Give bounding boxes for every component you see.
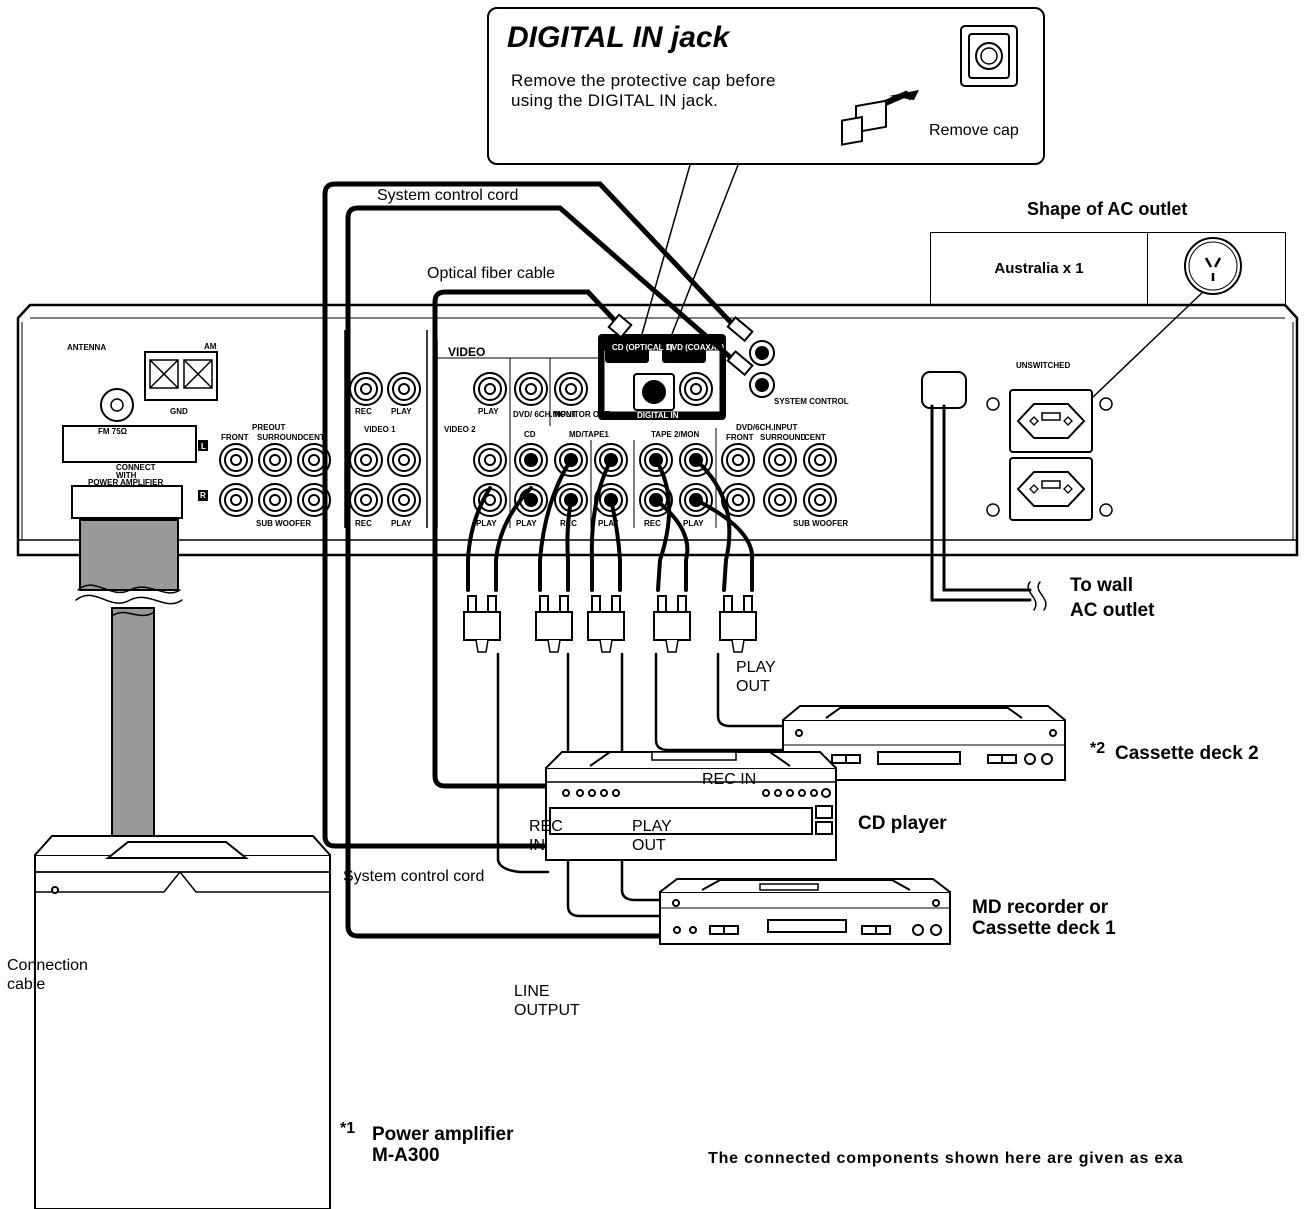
- panel-play-d-label: PLAY: [683, 519, 704, 528]
- cd-player: [545, 751, 837, 861]
- panel-fm-label: FM 75Ω: [98, 427, 128, 436]
- panel-video1-label: VIDEO 1: [364, 425, 396, 434]
- deck2-rec-label: REC IN: [702, 771, 757, 788]
- protective-cap-icon: [841, 90, 919, 146]
- power-amplifier: [34, 835, 331, 1209]
- md-recorder-label-2: Cassette deck 1: [972, 918, 1116, 939]
- ac-outlet-table: Australia x 1: [930, 232, 1286, 305]
- cd-line-label-1: LINE: [514, 983, 550, 1000]
- footer-note: The connected components shown here are …: [708, 1150, 1184, 1167]
- panel-dvd6ch-input-label: DVD/6CH.INPUT: [736, 423, 797, 432]
- panel-tape2mon-label: TAPE 2/MON: [651, 430, 700, 439]
- md-play-label-2: OUT: [632, 837, 666, 854]
- panel-am-label: AM: [204, 342, 217, 351]
- panel-play-c-label: PLAY: [598, 519, 619, 528]
- optical-fiber-cable-label: Optical fiber cable: [427, 265, 556, 282]
- cables: [75, 181, 1047, 939]
- panel-cd-optical-label: CD (OPTICAL 1): [612, 343, 673, 352]
- panel-subwoofer-label: SUB WOOFER: [256, 519, 311, 528]
- panel-center2-label: CENT: [804, 433, 826, 442]
- panel-play-b-label: PLAY: [516, 519, 537, 528]
- panel-video1-rec-label: REC: [355, 407, 372, 416]
- panel-video-label: VIDEO: [448, 345, 485, 359]
- to-wall-line2: AC outlet: [1070, 600, 1155, 621]
- system-control-cord-bottom-label: System control cord: [343, 868, 485, 885]
- panel-dvd-coaxal-label: DVD (COAXAL): [666, 343, 725, 352]
- power-amp-mark: *1: [340, 1120, 356, 1137]
- panel-video2-label: VIDEO 2: [444, 425, 476, 434]
- panel-surround2-label: SURROUND: [760, 433, 806, 442]
- panel-r-label: R: [200, 491, 206, 500]
- power-amp-label-1: Power amplifier: [372, 1124, 514, 1145]
- panel-connect-label: CONNECT: [116, 463, 156, 472]
- panel-front2-label: FRONT: [726, 433, 754, 442]
- cd-player-label: CD player: [858, 813, 947, 834]
- to-wall-line1: To wall: [1070, 575, 1133, 596]
- panel-gnd-label: GND: [170, 407, 188, 416]
- rca-plugs: [463, 595, 757, 653]
- system-control-cord-top-label: System control cord: [377, 187, 519, 204]
- panel-digital-in-label: DIGITAL IN: [637, 411, 679, 420]
- panel-center-label: CENT: [303, 433, 325, 442]
- ac-outlet-heading: Shape of AC outlet: [1027, 199, 1188, 219]
- panel-md-tape1-label: MD/TAPE1: [569, 430, 609, 439]
- power-amp-label-2: M-A300: [372, 1145, 440, 1166]
- connection-cable-label-1: Connection: [7, 957, 88, 974]
- panel-monitor-out-label: MONITOR OUT: [553, 410, 610, 419]
- md-play-label-1: PLAY: [632, 818, 672, 835]
- panel-power-amp-label: POWER AMPLIFIER: [88, 478, 163, 487]
- panel-video1-play-label: PLAY: [391, 407, 412, 416]
- cassette-deck-2-mark: *2: [1090, 740, 1106, 757]
- panel-system-control-label: SYSTEM CONTROL: [774, 397, 849, 406]
- panel-l-label: L: [201, 442, 206, 451]
- md-recorder: [659, 878, 951, 945]
- panel-video1-play2-label: PLAY: [391, 519, 412, 528]
- ac-outlet-region: Australia x 1: [931, 233, 1148, 304]
- callout-title: DIGITAL IN jack: [507, 21, 730, 54]
- md-rec-label-2: IN: [529, 837, 545, 854]
- cd-line-label-2: OUTPUT: [514, 1002, 580, 1019]
- panel-video2-play-label: PLAY: [478, 407, 499, 416]
- panel-unswitched-label: UNSWITCHED: [1016, 361, 1070, 370]
- optical-jack-icon: [960, 25, 1018, 87]
- panel-with-label: WITH: [116, 471, 137, 480]
- remove-cap-label: Remove cap: [929, 122, 1019, 139]
- deck2-play-label-1: PLAY: [736, 659, 776, 676]
- panel-subwoofer2-label: SUB WOOFER: [793, 519, 848, 528]
- md-recorder-label-1: MD recorder or: [972, 897, 1109, 918]
- panel-preout-label: PREOUT: [252, 423, 285, 432]
- panel-antenna-label: ANTENNA: [67, 343, 106, 352]
- callout-text: Remove the protective cap before using t…: [511, 71, 776, 110]
- panel-video1-rec2-label: REC: [355, 519, 372, 528]
- panel-play-a-label: PLAY: [476, 519, 497, 528]
- cassette-deck-2-label: Cassette deck 2: [1115, 743, 1259, 764]
- panel-rec-b-label: REC: [644, 519, 661, 528]
- panel-surround-label: SURROUND: [257, 433, 303, 442]
- panel-dvd6ch-label: DVD/ 6CH.INPUT: [513, 410, 577, 419]
- connection-cable-label-2: cable: [7, 976, 46, 993]
- panel-cd-label: CD: [524, 430, 536, 439]
- digital-in-callout: DIGITAL IN jack Remove the protective ca…: [487, 7, 1045, 165]
- panel-front-label: FRONT: [221, 433, 249, 442]
- deck2-play-label-2: OUT: [736, 678, 770, 695]
- ac-outlet-symbol: [1184, 237, 1242, 295]
- md-rec-label-1: REC: [529, 818, 563, 835]
- receiver-rear-panel: ANTENNA AM FM 75Ω GND PREOUT FRONT SURRO…: [16, 303, 1299, 557]
